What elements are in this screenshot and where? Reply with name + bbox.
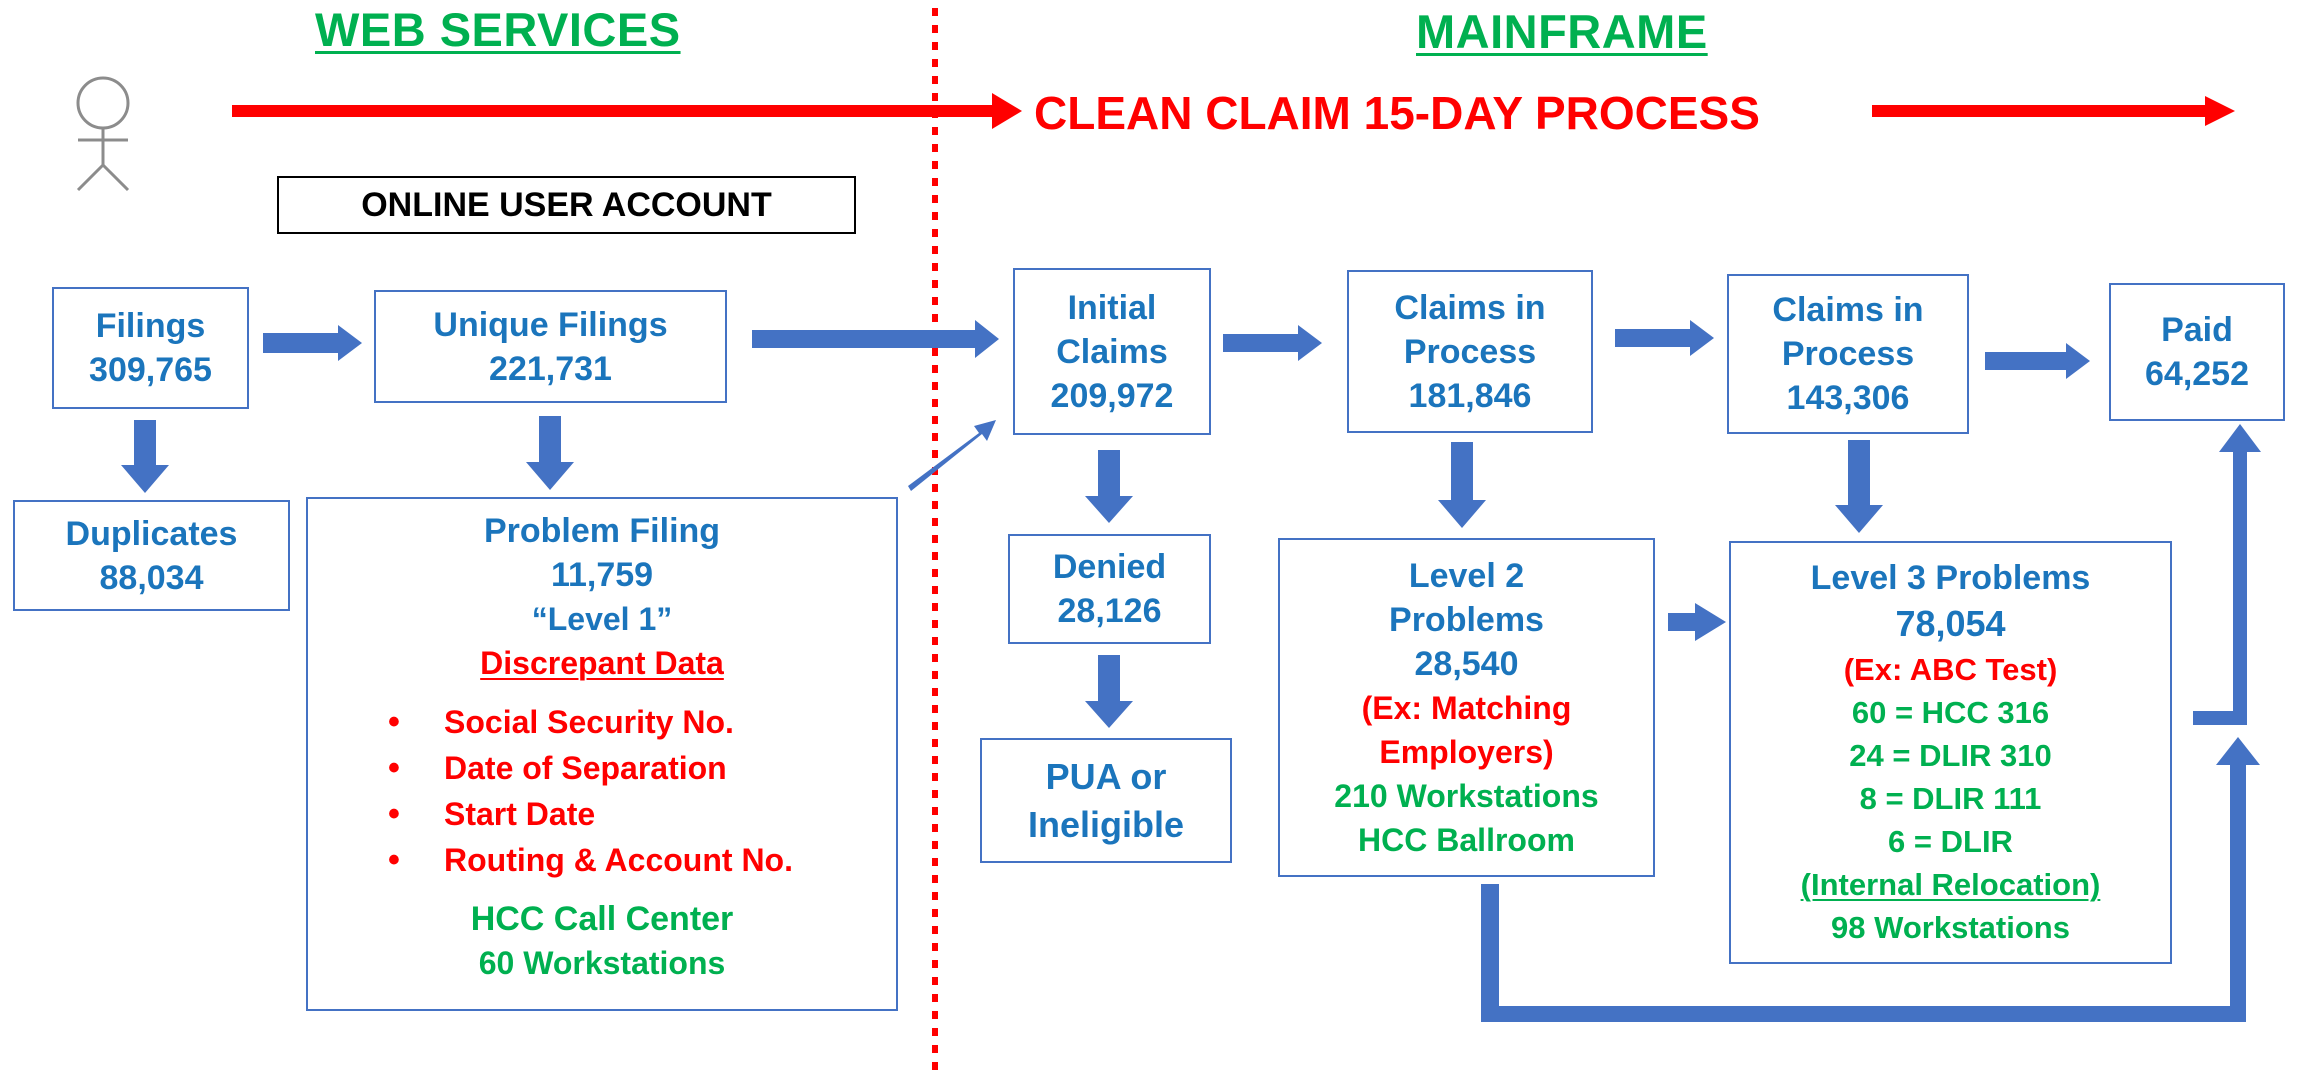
arrow-level3-to-paid-v [2233,448,2247,725]
arrow-process1-to-level2 [1438,442,1486,528]
problem-filing-subtitle: Discrepant Data [480,645,724,681]
level2-value: 28,540 [1414,644,1519,683]
denied-box: Denied 28,126 [1008,534,1211,644]
level3-workstations: 98 Workstations [1831,910,2070,945]
web-services-title: WEB SERVICES [315,3,681,56]
level3-line: 60 = HCC 316 [1851,695,2050,730]
list-item: Social Security No. [388,699,793,745]
claims-in-process-1-box: Claims in Process 181,846 [1347,270,1593,433]
call-center-workstations: 60 Workstations [478,945,726,981]
initial-claims-label-2: Claims [1056,332,1168,371]
arrow-level2-loop-head [2216,737,2260,765]
banner-arrow-right-head [2205,96,2235,126]
level-3-problems-box: Level 3 Problems 78,054 (Ex: ABC Test) 6… [1729,541,2172,964]
duplicates-box: Duplicates 88,034 [13,500,290,611]
discrepant-data-list: Social Security No. Date of Separation S… [388,699,793,883]
initial-claims-label-1: Initial [1067,288,1157,327]
initial-claims-box: Initial Claims 209,972 [1013,268,1211,435]
level2-label-1: Level 2 [1408,556,1525,595]
online-user-account-box: ONLINE USER ACCOUNT [277,176,856,234]
level2-location: HCC Ballroom [1358,821,1575,858]
list-item: Start Date [388,791,793,837]
duplicates-label: Duplicates [65,514,238,553]
filings-label: Filings [95,307,206,345]
clean-claim-banner: CLEAN CLAIM 15-DAY PROCESS [1034,87,1760,139]
pua-label-2: Ineligible [1027,803,1185,845]
problem-filing-level: “Level 1” [531,601,673,637]
level3-label: Level 3 Problems [1810,559,2091,597]
problem-filing-label: Problem Filing [483,512,721,550]
level2-workstations: 210 Workstations [1334,777,1599,814]
level3-line: 24 = DLIR 310 [1849,738,2052,773]
claims-process-1-label-2: Process [1403,332,1537,371]
arrow-level2-to-level3 [1668,603,1726,641]
arrow-denied-to-pua [1085,655,1133,728]
arrow-filings-to-unique [263,325,362,361]
arrow-level2-loop-bottom [1481,1006,2246,1022]
unique-filings-box: Unique Filings 221,731 [374,290,727,403]
claims-process-1-label-1: Claims in [1394,288,1546,327]
problem-filing-value: 11,759 [550,556,654,594]
paid-box: Paid 64,252 [2109,283,2285,421]
mainframe-title: MAINFRAME [1416,5,1708,58]
claims-process-2-label-2: Process [1781,335,1915,373]
paid-label: Paid [2161,311,2233,349]
filings-box: Filings 309,765 [52,287,249,409]
arrow-level3-to-paid-head [2219,424,2261,452]
arrow-initial-to-denied [1085,450,1133,523]
unique-filings-value: 221,731 [489,349,612,388]
pua-label-1: PUA or [1045,755,1167,797]
claims-process-2-label-1: Claims in [1772,291,1924,329]
duplicates-value: 88,034 [99,558,204,597]
pua-ineligible-box: PUA or Ineligible [980,738,1232,863]
level2-example-2: Employers) [1379,733,1554,770]
arrow-process1-to-process2 [1615,320,1714,356]
banner-arrow-left-head [992,93,1022,129]
filings-value: 309,765 [89,351,212,389]
arrow-filings-to-duplicates [121,420,169,493]
arrow-unique-to-problem [526,416,574,490]
problem-filing-box: Problem Filing 11,759 “Level 1” Discrepa… [306,497,898,1011]
denied-value: 28,126 [1057,592,1162,630]
call-center-label: HCC Call Center [470,900,734,938]
paid-value: 64,252 [2145,355,2249,393]
arrow-level2-loop-down [1481,884,1499,1022]
level3-value: 78,054 [1895,603,2006,644]
claims-process-1-value: 181,846 [1408,376,1532,415]
claims-process-2-value: 143,306 [1786,379,1910,417]
arrow-process2-to-paid [1985,343,2090,379]
denied-label: Denied [1052,548,1167,586]
user-stick-figure-icon [76,76,130,192]
level3-line: 8 = DLIR 111 [1859,781,2042,816]
level3-line: 6 = DLIR [1888,824,2013,859]
level-2-problems-box: Level 2 Problems 28,540 (Ex: Matching Em… [1278,538,1655,877]
arrow-problem-to-initial [908,420,996,491]
arrow-unique-to-initial [752,320,999,358]
level2-label-2: Problems [1389,600,1544,639]
initial-claims-value: 209,972 [1050,376,1174,415]
level3-example: (Ex: ABC Test) [1843,652,2058,687]
list-item: Routing & Account No. [388,837,793,883]
level3-relocation: (Internal Relocation) [1800,867,2101,902]
level2-example-1: (Ex: Matching [1361,689,1572,726]
unique-filings-label: Unique Filings [433,305,668,344]
list-item: Date of Separation [388,745,793,791]
arrow-level2-loop-up [2230,762,2246,1022]
claims-in-process-2-box: Claims in Process 143,306 [1727,274,1969,434]
arrow-initial-to-process1 [1223,325,1322,361]
arrow-process2-to-level3 [1835,440,1883,533]
